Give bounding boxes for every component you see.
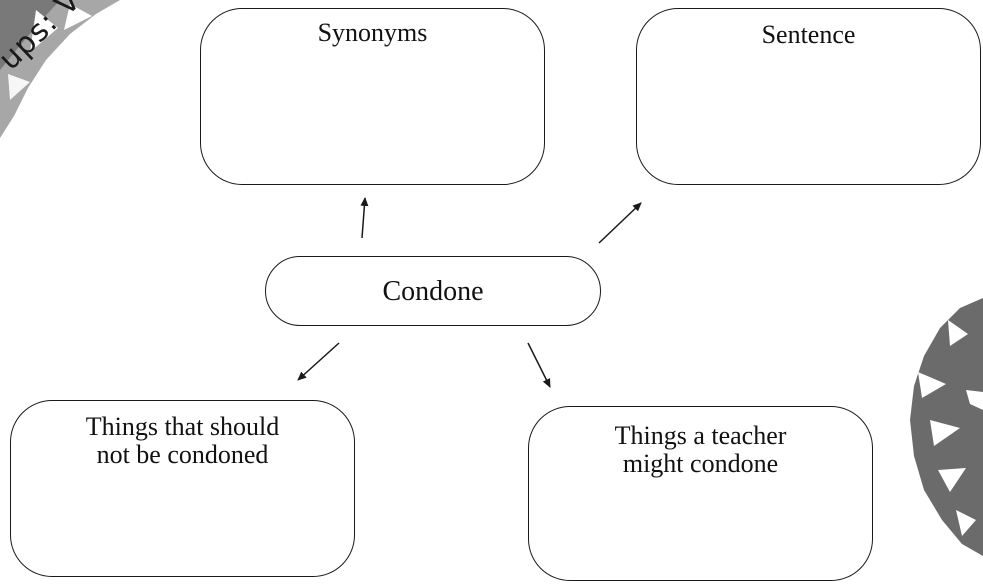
teacher-might-condone-label: Things a teacher might condone	[614, 421, 787, 478]
center-word-label: Condone	[382, 276, 484, 307]
arrow-to-should-not	[297, 342, 340, 381]
sentence-label: Sentence	[761, 20, 856, 49]
arrow-to-synonyms	[360, 197, 369, 239]
arrow-to-teacher	[527, 342, 551, 388]
synonyms-label: Synonyms	[317, 18, 428, 47]
right-edge-decoration	[910, 298, 983, 556]
teacher-might-condone-box: Things a teacher might condone	[528, 406, 873, 581]
synonyms-box: Synonyms	[200, 8, 545, 185]
should-not-condone-box: Things that should not be condoned	[10, 400, 355, 577]
center-word-pill: Condone	[265, 256, 601, 326]
arrow-to-sentence	[598, 202, 642, 244]
should-not-condone-label: Things that should not be condoned	[85, 412, 280, 469]
sentence-box: Sentence	[636, 8, 981, 185]
top-left-decoration	[0, 0, 120, 138]
